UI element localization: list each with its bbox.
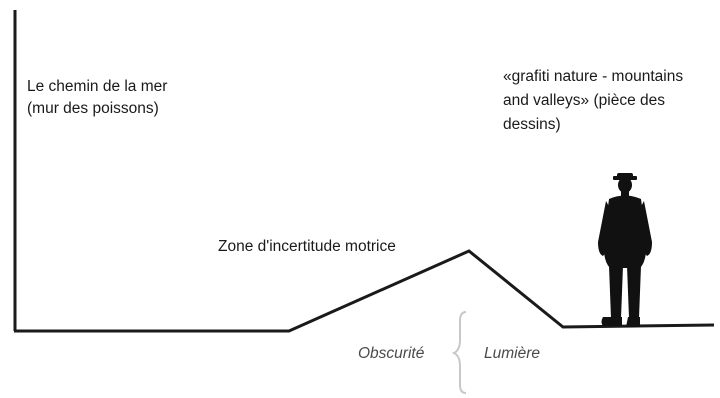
left-caption-line-2: (mur des poissons) bbox=[27, 100, 159, 117]
right-caption-line-2: and valleys» (pièce des bbox=[503, 92, 665, 109]
curly-brace-icon bbox=[451, 311, 467, 394]
obscurite-label: Obscurité bbox=[358, 345, 425, 362]
ground-profile-line bbox=[14, 249, 715, 333]
right-caption-line-1: «grafiti nature - mountains bbox=[503, 68, 684, 85]
person-silhouette-icon bbox=[598, 173, 652, 327]
lumiere-label: Lumière bbox=[484, 345, 540, 362]
zone-label: Zone d'incertitude motrice bbox=[218, 238, 396, 255]
right-caption-line-3: dessins) bbox=[503, 116, 561, 133]
left-caption-line-1: Le chemin de la mer bbox=[27, 78, 168, 95]
